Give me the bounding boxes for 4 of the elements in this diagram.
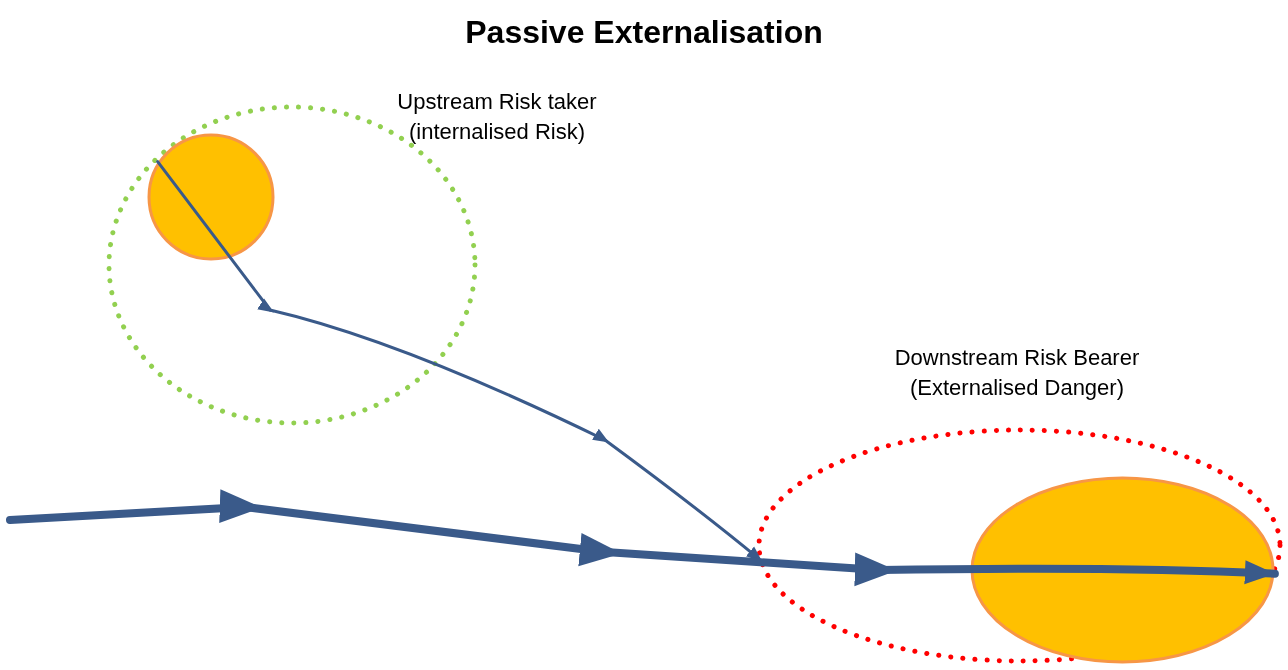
flow-arrow: [6, 489, 1279, 587]
group-heading: Downstream Risk Bearer (Externalised Danger): [893, 344, 1141, 402]
group-heading: Upstream Risk taker (internalised Risk): [396, 88, 598, 146]
diagram-title: Passive Externalisation: [464, 13, 824, 52]
